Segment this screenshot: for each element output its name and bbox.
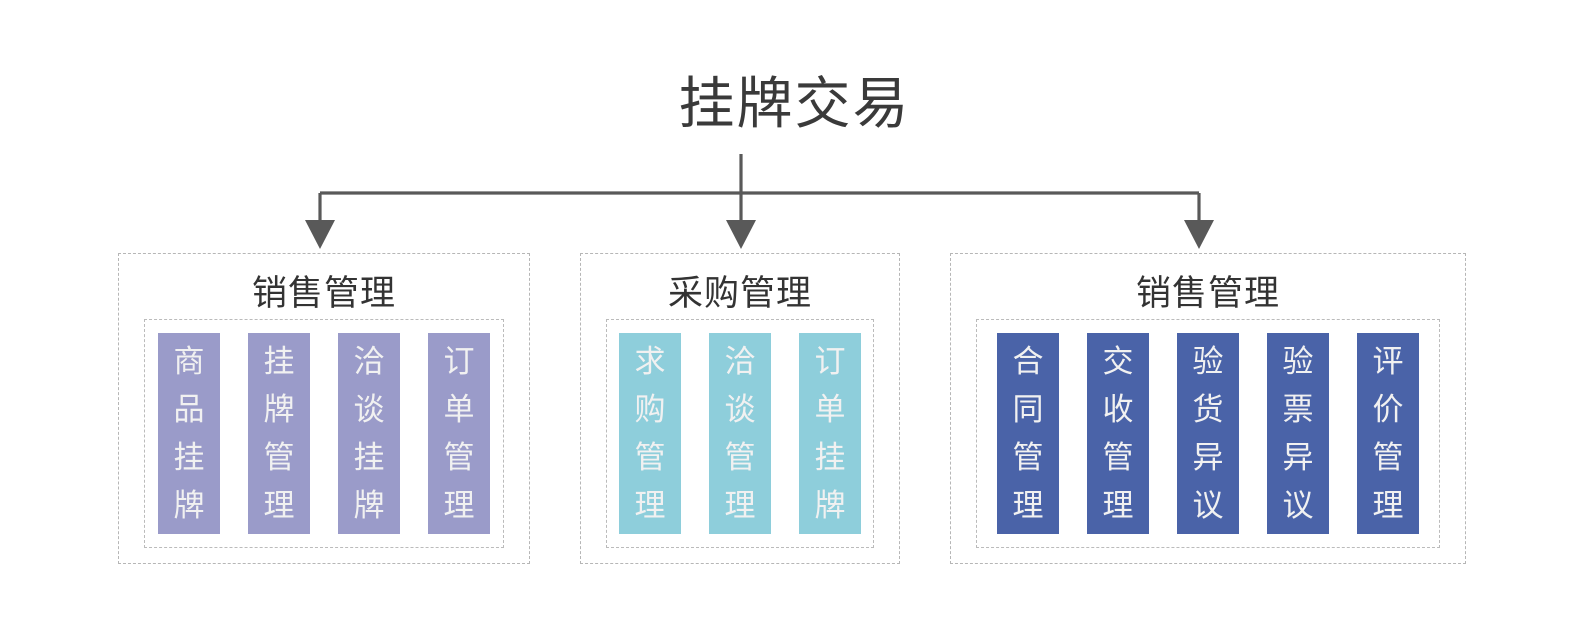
node-char: 理 (1372, 487, 1404, 524)
node-bar[interactable]: 交 收 管 理 (1087, 333, 1149, 534)
node-char: 商 (173, 343, 205, 380)
group-container-purchase[interactable]: 采购管理 求 购 管 理 洽 谈 管 理 订 单 挂 牌 (580, 253, 900, 564)
node-bar[interactable]: 洽 谈 挂 牌 (338, 333, 400, 534)
node-char: 牌 (173, 487, 205, 524)
node-char: 管 (443, 439, 475, 476)
node-char: 异 (1192, 439, 1224, 476)
node-bar[interactable]: 挂 牌 管 理 (248, 333, 310, 534)
group-title: 销售管理 (251, 274, 396, 314)
node-char: 单 (443, 391, 475, 428)
node-char: 牌 (263, 391, 295, 428)
node-char: 理 (263, 487, 295, 524)
node-char: 货 (1192, 391, 1224, 428)
node-char: 洽 (724, 343, 756, 380)
node-char: 同 (1012, 391, 1044, 428)
node-char: 管 (263, 439, 295, 476)
node-char: 洽 (353, 343, 385, 380)
node-char: 品 (173, 391, 205, 428)
node-char: 谈 (724, 391, 756, 428)
node-char: 订 (814, 343, 846, 380)
node-char: 理 (1102, 487, 1134, 524)
node-char: 购 (634, 391, 666, 428)
node-char: 挂 (814, 439, 846, 476)
node-char: 求 (634, 343, 666, 380)
node-char: 谈 (353, 391, 385, 428)
node-char: 挂 (263, 343, 295, 380)
group-container-sales-listing[interactable]: 销售管理 商 品 挂 牌 挂 牌 管 理 洽 谈 挂 牌 订 单 (118, 253, 530, 564)
node-char: 挂 (173, 439, 205, 476)
node-bar[interactable]: 合 同 管 理 (997, 333, 1059, 534)
node-char: 单 (814, 391, 846, 428)
node-char: 收 (1102, 391, 1134, 428)
node-char: 交 (1102, 343, 1134, 380)
node-char: 订 (443, 343, 475, 380)
node-bar[interactable]: 评 价 管 理 (1357, 333, 1419, 534)
node-char: 验 (1282, 343, 1314, 380)
group-inner-box: 合 同 管 理 交 收 管 理 验 货 异 议 验 票 异 议 (976, 319, 1440, 548)
node-char: 管 (1012, 439, 1044, 476)
node-bar[interactable]: 洽 谈 管 理 (709, 333, 771, 534)
node-char: 管 (724, 439, 756, 476)
node-char: 议 (1282, 487, 1314, 524)
node-bar[interactable]: 验 货 异 议 (1177, 333, 1239, 534)
group-title: 采购管理 (667, 274, 812, 314)
node-char: 评 (1372, 343, 1404, 380)
node-char: 理 (1012, 487, 1044, 524)
group-title: 销售管理 (1135, 274, 1280, 314)
node-char: 挂 (353, 439, 385, 476)
node-char: 验 (1192, 343, 1224, 380)
node-bar[interactable]: 商 品 挂 牌 (158, 333, 220, 534)
node-char: 票 (1282, 391, 1314, 428)
node-char: 议 (1192, 487, 1224, 524)
node-char: 理 (724, 487, 756, 524)
node-bar[interactable]: 验 票 异 议 (1267, 333, 1329, 534)
group-inner-box: 求 购 管 理 洽 谈 管 理 订 单 挂 牌 (606, 319, 874, 548)
node-char: 理 (634, 487, 666, 524)
node-char: 理 (443, 487, 475, 524)
node-char: 管 (1102, 439, 1134, 476)
node-bar[interactable]: 订 单 挂 牌 (799, 333, 861, 534)
node-char: 牌 (814, 487, 846, 524)
node-char: 合 (1012, 343, 1044, 380)
node-char: 管 (1372, 439, 1404, 476)
group-container-sales-fulfilment[interactable]: 销售管理 合 同 管 理 交 收 管 理 验 货 异 议 验 票 (950, 253, 1466, 564)
node-char: 管 (634, 439, 666, 476)
node-char: 异 (1282, 439, 1314, 476)
root-title: 挂牌交易 (678, 72, 911, 137)
node-bar[interactable]: 订 单 管 理 (428, 333, 490, 534)
node-bar[interactable]: 求 购 管 理 (619, 333, 681, 534)
node-char: 牌 (353, 487, 385, 524)
node-char: 价 (1372, 391, 1404, 428)
group-inner-box: 商 品 挂 牌 挂 牌 管 理 洽 谈 挂 牌 订 单 管 理 (144, 319, 504, 548)
